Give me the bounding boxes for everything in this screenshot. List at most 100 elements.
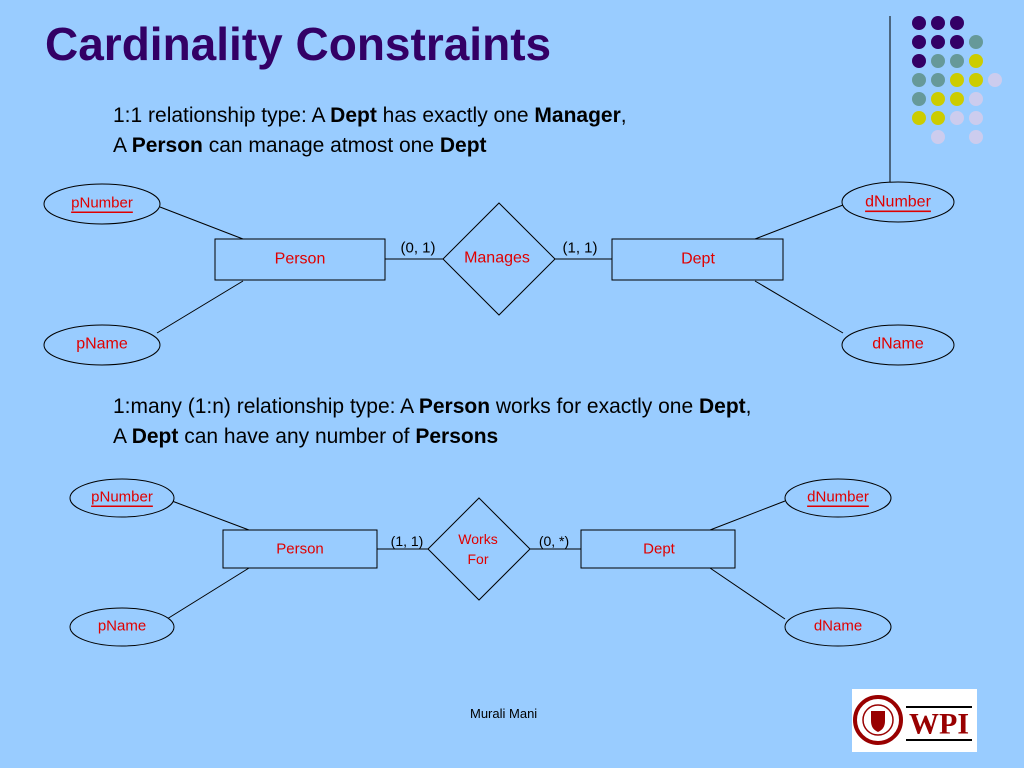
decorative-dot <box>931 111 945 125</box>
attribute-pnumber <box>43 183 161 225</box>
connector-line <box>754 280 844 334</box>
description-line: 1:many (1:n) relationship type: A Person… <box>113 392 751 422</box>
cardinality-left: (1, 1) <box>391 533 424 549</box>
text-run: can have any number of <box>178 425 416 448</box>
text-run: has exactly one <box>376 104 535 127</box>
wpi-logo-graphic: WPI <box>853 695 972 745</box>
attribute-dnumber-label: dNumber <box>865 194 931 211</box>
connector-line <box>159 206 244 240</box>
decorative-dot <box>912 111 926 125</box>
text-run: 1:1 relationship type: A <box>113 104 331 127</box>
decorative-dot <box>950 54 964 68</box>
decorative-dot <box>950 73 964 87</box>
cardinality-right: (1, 1) <box>562 240 597 257</box>
er-diagram-works-for: pNumber pName Person Works For (1, 1) (0… <box>69 478 892 647</box>
wpi-seal-shield <box>871 711 885 732</box>
description-line: A Person can manage atmost one Dept <box>113 131 627 161</box>
relationship-works-for-label-line1: Works <box>458 531 497 547</box>
decorative-dot <box>969 111 983 125</box>
text-run: A <box>113 134 132 157</box>
decorative-dot <box>950 16 964 30</box>
text-run: works for exactly one <box>490 395 699 418</box>
decorative-dot <box>969 54 983 68</box>
description-one-to-one: 1:1 relationship type: A Dept has exactl… <box>113 101 627 161</box>
decorative-dot <box>931 130 945 144</box>
bold-term: Dept <box>131 425 179 448</box>
attribute-dname-label: dName <box>872 336 924 353</box>
decorative-dot <box>969 92 983 106</box>
slide-title: Cardinality Constraints <box>45 18 552 70</box>
wpi-wordmark: WPI <box>909 708 969 741</box>
text-run: , <box>620 104 627 127</box>
attribute-dname <box>841 324 955 366</box>
decorative-dot <box>912 35 926 49</box>
decorative-dot <box>912 54 926 68</box>
bold-term: Dept <box>439 134 487 157</box>
decorative-dot <box>969 73 983 87</box>
description-one-to-many: 1:many (1:n) relationship type: A Person… <box>113 392 751 452</box>
decorative-dot <box>931 16 945 30</box>
entity-dept <box>580 529 736 569</box>
cardinality-left: (0, 1) <box>400 240 435 257</box>
cardinality-right: (0, *) <box>539 533 569 549</box>
relationship-manages <box>442 202 556 316</box>
bold-term: Persons <box>415 425 499 448</box>
decorative-dot <box>912 16 926 30</box>
decorative-dot <box>969 35 983 49</box>
connector-line <box>156 280 244 334</box>
entity-person-label: Person <box>276 541 324 558</box>
decorative-dot <box>931 92 945 106</box>
entity-person <box>222 529 378 569</box>
text-run: can manage atmost one <box>202 134 440 157</box>
connector-line <box>171 500 250 531</box>
decorative-dot <box>912 73 926 87</box>
bold-term: Person <box>131 134 203 157</box>
decorative-dot <box>950 92 964 106</box>
decorative-dot <box>931 73 945 87</box>
attribute-dnumber <box>841 181 955 223</box>
bold-term: Person <box>418 395 491 418</box>
attribute-dnumber <box>784 478 892 518</box>
decorative-dot <box>969 130 983 144</box>
text-run: , <box>745 395 752 418</box>
footer-author: Murali Mani <box>470 706 538 721</box>
entity-dept-label: Dept <box>681 251 715 268</box>
attribute-dnumber-label: dNumber <box>807 489 869 506</box>
entity-person <box>214 238 386 281</box>
decorative-dot <box>950 35 964 49</box>
attribute-pname-label: pName <box>76 336 128 353</box>
bold-term: Dept <box>330 104 377 127</box>
attribute-pnumber-label: pNumber <box>71 195 133 212</box>
attribute-pname <box>43 324 161 366</box>
bold-term: Manager <box>534 104 621 127</box>
dot-cluster <box>912 16 1002 144</box>
attribute-pnumber-label: pNumber <box>91 489 153 506</box>
attribute-pnumber <box>69 478 175 518</box>
connector-line <box>754 204 844 240</box>
relationship-manages-label: Manages <box>464 250 530 267</box>
text-run: 1:many (1:n) relationship type: A <box>113 395 419 418</box>
bold-term: Dept <box>698 395 746 418</box>
connector-line <box>709 567 786 620</box>
er-diagram-manages: pNumber pName Person Manages (0, 1) (1, … <box>43 181 955 366</box>
decorative-dot <box>988 73 1002 87</box>
relationship-works-for-label-line2: For <box>468 551 489 567</box>
attribute-pname <box>69 607 175 647</box>
entity-person-label: Person <box>275 251 326 268</box>
relationship-works-for <box>427 497 531 601</box>
connector-line <box>166 567 250 620</box>
decorative-dot <box>931 35 945 49</box>
description-line: A Dept can have any number of Persons <box>113 422 751 452</box>
connector-line <box>709 500 786 531</box>
entity-dept-label: Dept <box>643 541 676 558</box>
description-line: 1:1 relationship type: A Dept has exactl… <box>113 101 627 131</box>
attribute-pname-label: pName <box>98 618 146 635</box>
decorative-dot <box>912 92 926 106</box>
decorative-dot <box>950 111 964 125</box>
text-run: A <box>113 425 132 448</box>
wpi-wordmark-bar-top <box>906 706 972 708</box>
wpi-logo: WPI <box>852 689 977 752</box>
entity-dept <box>611 238 784 281</box>
